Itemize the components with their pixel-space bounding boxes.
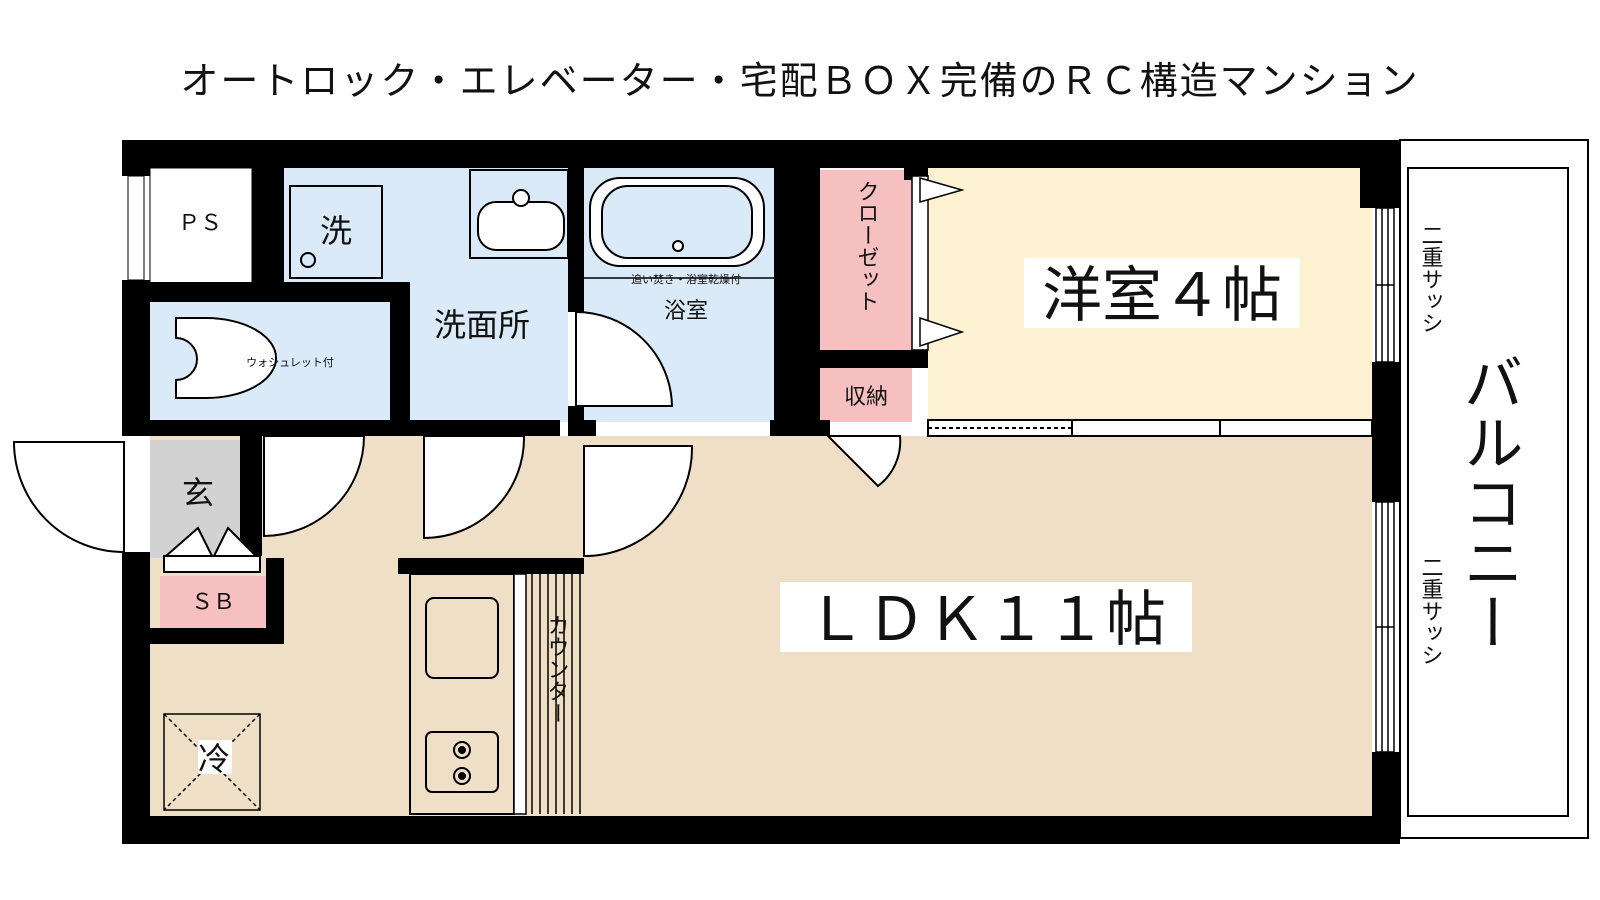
fridge-space <box>163 713 261 811</box>
bath-label: 浴室 <box>664 299 708 324</box>
bathtub <box>589 177 765 267</box>
sash-upper-label: 二重サッシ <box>1418 224 1443 334</box>
shoebox-area <box>160 576 266 628</box>
counter-rail <box>513 573 581 815</box>
toilet-note: ウォシュレット付 <box>246 356 334 369</box>
counter-label: カウンター <box>544 614 569 724</box>
sash-window-upper <box>1375 207 1395 363</box>
window-left <box>127 175 145 281</box>
sash-window-lower <box>1375 501 1395 753</box>
plan-title: オートロック・エレベーター・宅配ＢＯＸ完備のＲＣ構造マンション <box>180 59 1419 103</box>
storage-area <box>820 368 912 422</box>
closet-area <box>820 170 912 350</box>
fridge-label: 冷 <box>198 740 230 778</box>
ps-label: ＰＳ <box>178 211 222 236</box>
sliding-door <box>927 419 1373 437</box>
washer-label: 洗 <box>320 212 352 250</box>
ldk-label: ＬＤＫ１１帖 <box>806 585 1166 655</box>
wash-basin <box>469 169 569 259</box>
washing-machine <box>289 185 383 279</box>
storage-label: 収納 <box>844 385 888 410</box>
sash-lower-label: 二重サッシ <box>1418 556 1443 666</box>
toilet <box>175 317 277 399</box>
ldk-side-door <box>583 445 694 558</box>
shoebox-label: ＳＢ <box>191 590 235 615</box>
storage-door <box>825 435 902 488</box>
entrance-step <box>163 526 261 573</box>
balcony-label: バルコニー <box>1453 352 1523 652</box>
walls <box>122 140 1400 844</box>
entrance-door <box>12 441 125 554</box>
closet-doors <box>911 175 965 351</box>
closet-label: クローゼット <box>854 180 879 312</box>
washroom-label: 洗面所 <box>434 306 530 344</box>
bath-door <box>575 310 674 407</box>
balcony <box>1399 139 1589 839</box>
toilet-door <box>263 435 366 538</box>
bath-note: 追い焚き・浴室乾燥付 <box>631 272 741 286</box>
entrance-label: 玄 <box>182 474 214 512</box>
washroom-door <box>423 435 526 540</box>
western-room-label: 洋室４帖 <box>1042 261 1282 331</box>
